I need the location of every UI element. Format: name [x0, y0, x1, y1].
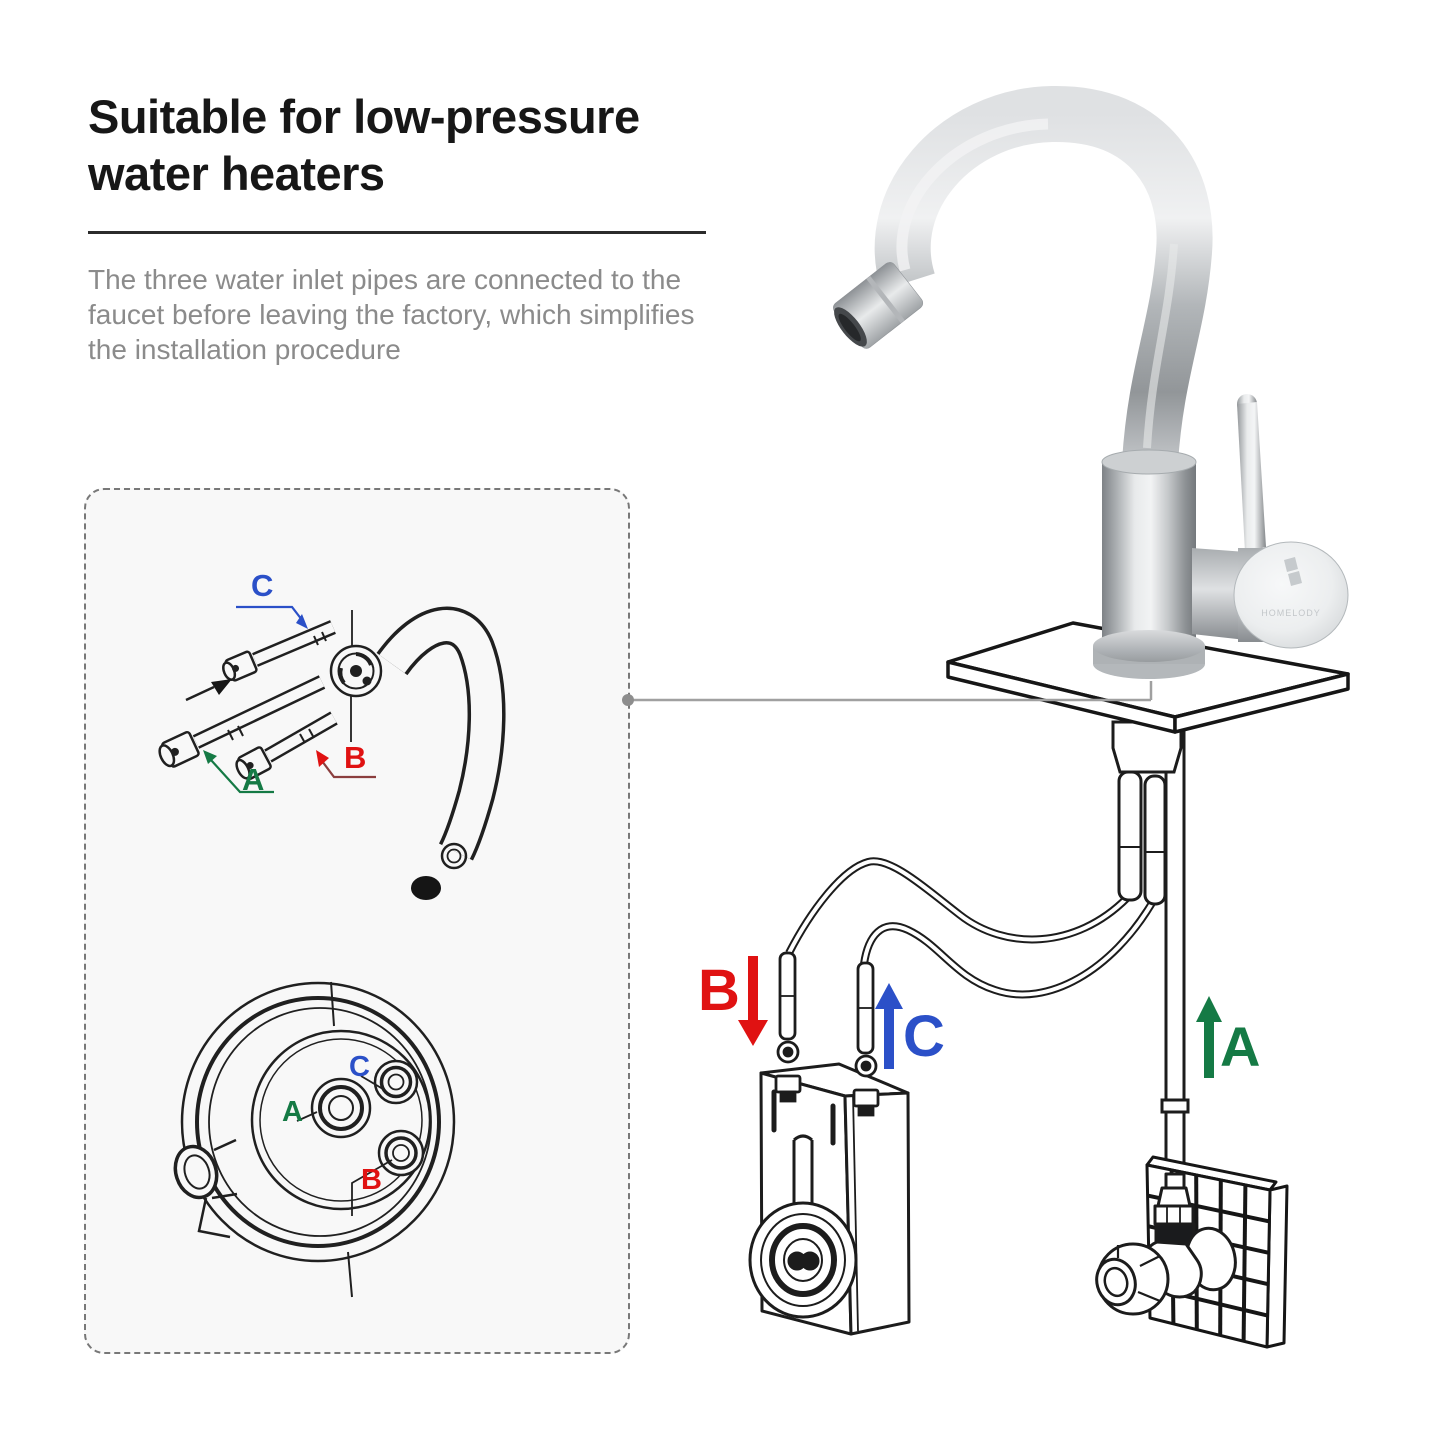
- faucet-photo: HOMELODY: [833, 85, 1349, 679]
- arrow-a-up-icon: [1196, 996, 1222, 1078]
- tile-wall-drawing: [1145, 1155, 1289, 1349]
- label-inset-bottom-a: A: [282, 1096, 303, 1128]
- title-divider: [88, 231, 706, 234]
- faucet-spout: [874, 85, 1213, 464]
- arrow-b-down-icon: [738, 956, 768, 1046]
- label-main-b: B: [698, 958, 740, 1023]
- faucet-base-ring: [1093, 630, 1205, 679]
- brand-logo: HOMELODY: [1261, 557, 1321, 618]
- under-sink-shank-drawing: [1111, 720, 1190, 1176]
- label-inset-bottom-c: C: [349, 1051, 370, 1083]
- faucet-cap-face: [1233, 541, 1349, 649]
- label-inset-top-b: B: [344, 740, 367, 775]
- callout-leader-line: [622, 681, 1153, 706]
- page-title-line1: Suitable for low-pressure: [88, 90, 640, 143]
- faucet-collar: [1101, 449, 1197, 475]
- heater-inlet-pipes-drawing: [774, 951, 880, 1117]
- description-text: The three water inlet pipes are connecte…: [88, 264, 695, 365]
- inset-panel: [84, 488, 630, 1354]
- faucet-cap-side: [1238, 548, 1296, 642]
- arrow-c-up-icon: [875, 983, 903, 1069]
- flow-arrows: [738, 956, 1222, 1078]
- deck-plate-drawing: [946, 621, 1350, 734]
- angle-valve-drawing: [1095, 1172, 1237, 1316]
- label-inset-top-c: C: [251, 568, 274, 603]
- faucet-valve-neck: [1192, 548, 1246, 640]
- label-inset-top-a: A: [242, 762, 265, 797]
- water-heater-drawing: [748, 1062, 911, 1336]
- faucet-spout-tip: [833, 262, 924, 349]
- label-main-a: A: [1220, 1015, 1261, 1078]
- faucet-handle: [1237, 394, 1266, 552]
- label-inset-bottom-b: B: [361, 1164, 382, 1196]
- page-title: Suitable for low-pressure water heaters: [88, 88, 788, 202]
- supply-hoses-drawing: [785, 857, 1156, 999]
- label-main-c: C: [903, 1004, 945, 1069]
- cap-logo-text: HOMELODY: [1261, 608, 1321, 618]
- faucet-body: [1102, 462, 1196, 654]
- page-title-line2: water heaters: [88, 147, 385, 200]
